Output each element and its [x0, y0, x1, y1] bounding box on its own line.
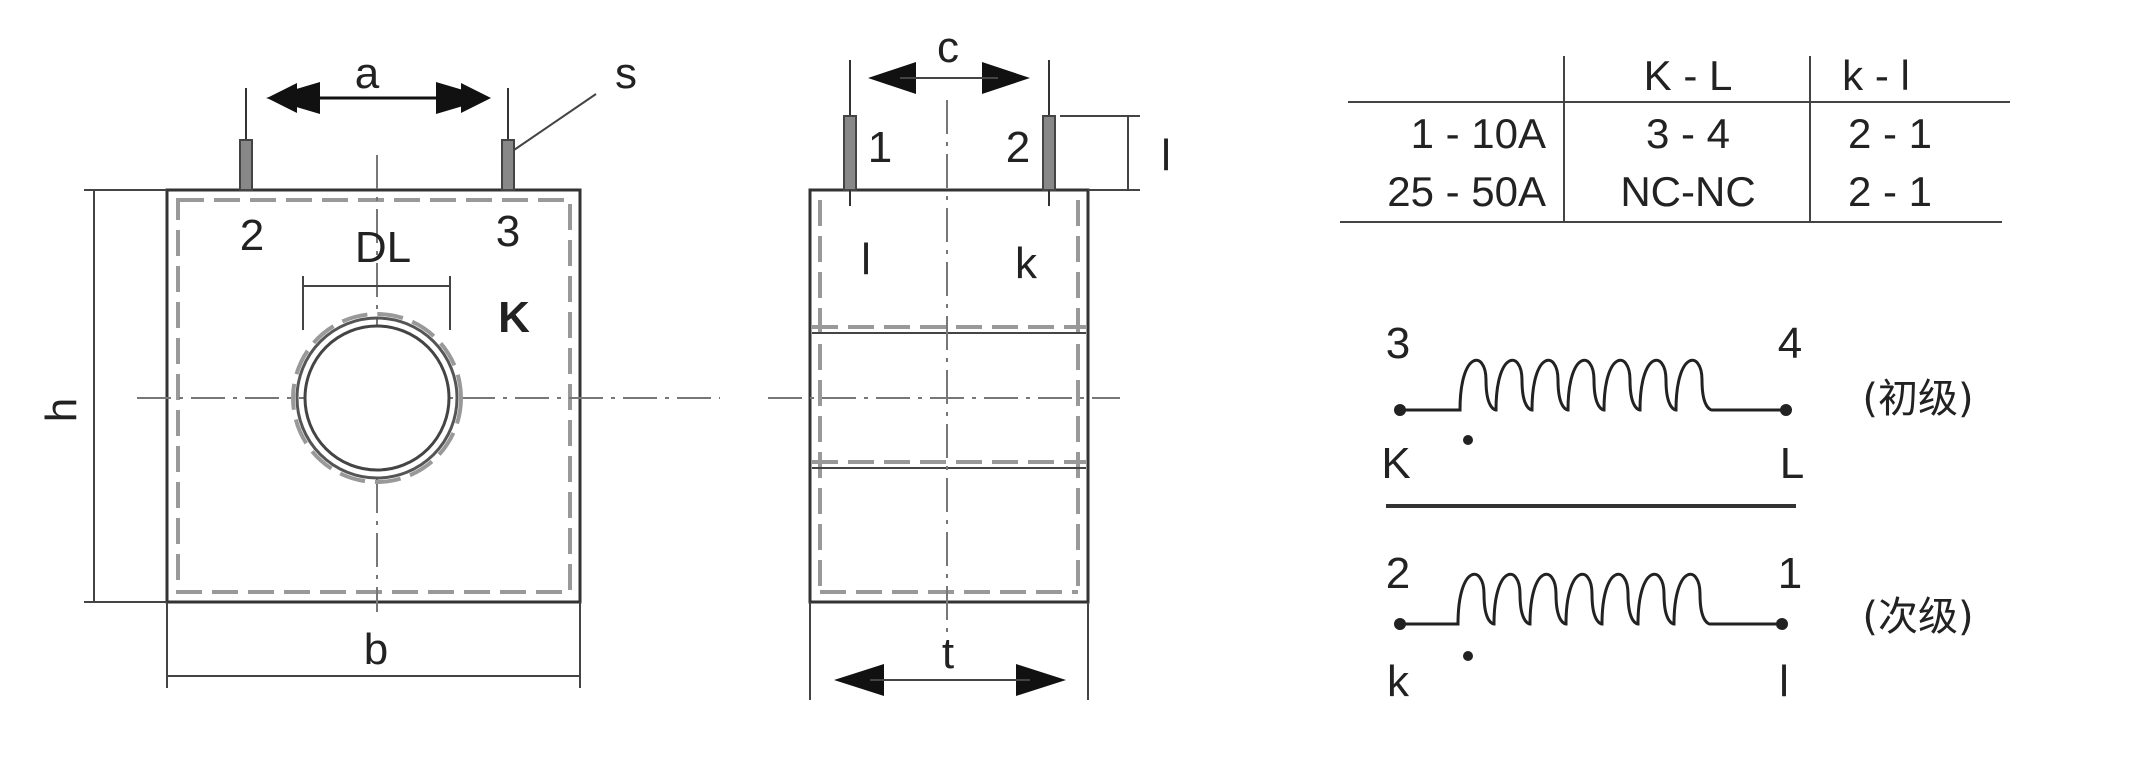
front-body-outline: [165, 188, 582, 604]
front-terminal-left: 2: [240, 211, 264, 260]
side-winding-right: k: [1015, 239, 1038, 288]
winding-schematic: 3 4 K L (初级) 2 1 k l (次级): [1381, 319, 1973, 706]
dim-a-arrow-right: [436, 82, 490, 114]
dim-c-arrow-left: [868, 62, 916, 94]
table-row-1-kl: 3 - 4: [1646, 110, 1730, 157]
dim-c-label: c: [937, 23, 959, 72]
secondary-label: (次级): [1862, 594, 1973, 640]
dim-a-arrow-left: [266, 82, 320, 114]
secondary-end-left: k: [1387, 657, 1410, 706]
side-pin-left: [843, 115, 857, 191]
primary-pin-right: 4: [1778, 319, 1802, 368]
front-view: DL a s 2 3 K h b: [37, 49, 720, 688]
dim-h-label: h: [37, 398, 86, 422]
secondary-coil: [1400, 573, 1782, 626]
secondary-pin-right: 1: [1778, 549, 1802, 598]
terminal-table: K - L k - l 1 - 10A 3 - 4 2 - 1 25 - 50A…: [1340, 52, 2010, 223]
front-hole-dashed: [291, 312, 463, 484]
side-terminal-left: 1: [868, 123, 892, 172]
primary-pin-left: 3: [1386, 319, 1410, 368]
dim-s-label: s: [615, 49, 637, 98]
side-pin-right: [1042, 115, 1056, 191]
dim-b-label: b: [364, 625, 388, 674]
dim-t-label: t: [942, 629, 954, 678]
primary-end-right: L: [1780, 439, 1804, 488]
front-pin-right: [501, 139, 515, 191]
secondary-polarity-dot: [1463, 651, 1473, 661]
primary-winding: 3 4 K L (初级): [1381, 319, 1973, 488]
dim-s-leader: [513, 93, 597, 151]
dim-a-label: a: [355, 49, 380, 98]
front-core-dashed: [176, 198, 572, 594]
secondary-winding: 2 1 k l (次级): [1386, 549, 1974, 706]
dim-l-label: l: [1161, 131, 1171, 180]
secondary-end-right: l: [1779, 657, 1789, 706]
table-row-2-kl: NC-NC: [1620, 168, 1755, 215]
table-row-2-range: 25 - 50A: [1387, 168, 1546, 215]
primary-coil: [1400, 359, 1786, 412]
front-pin-left: [239, 139, 253, 191]
table-row-1-kl-lower: 2 - 1: [1848, 110, 1932, 157]
side-body-outline: [808, 188, 1090, 604]
front-mark-k: K: [498, 293, 530, 342]
primary-label: (初级): [1862, 376, 1973, 422]
side-winding-left: l: [861, 235, 871, 284]
table-header-kl: K - L: [1644, 52, 1733, 99]
dl-label: DL: [355, 223, 411, 272]
front-hole-inner: [303, 324, 451, 472]
side-view: c l 1 2 l k t: [768, 23, 1171, 700]
front-terminal-right: 3: [496, 207, 520, 256]
dim-t-arrow-right: [1016, 664, 1066, 696]
dim-t-arrow-left: [834, 664, 884, 696]
side-terminal-right: 2: [1006, 123, 1030, 172]
secondary-pin-left: 2: [1386, 549, 1410, 598]
table-row-2-kl-lower: 2 - 1: [1848, 168, 1932, 215]
primary-polarity-dot: [1463, 435, 1473, 445]
primary-end-left: K: [1381, 439, 1410, 488]
table-row-1-range: 1 - 10A: [1411, 110, 1546, 157]
table-header-kl-lower: k - l: [1842, 52, 1910, 99]
front-hole-outer: [295, 316, 459, 480]
dim-c-arrow-right: [982, 62, 1030, 94]
